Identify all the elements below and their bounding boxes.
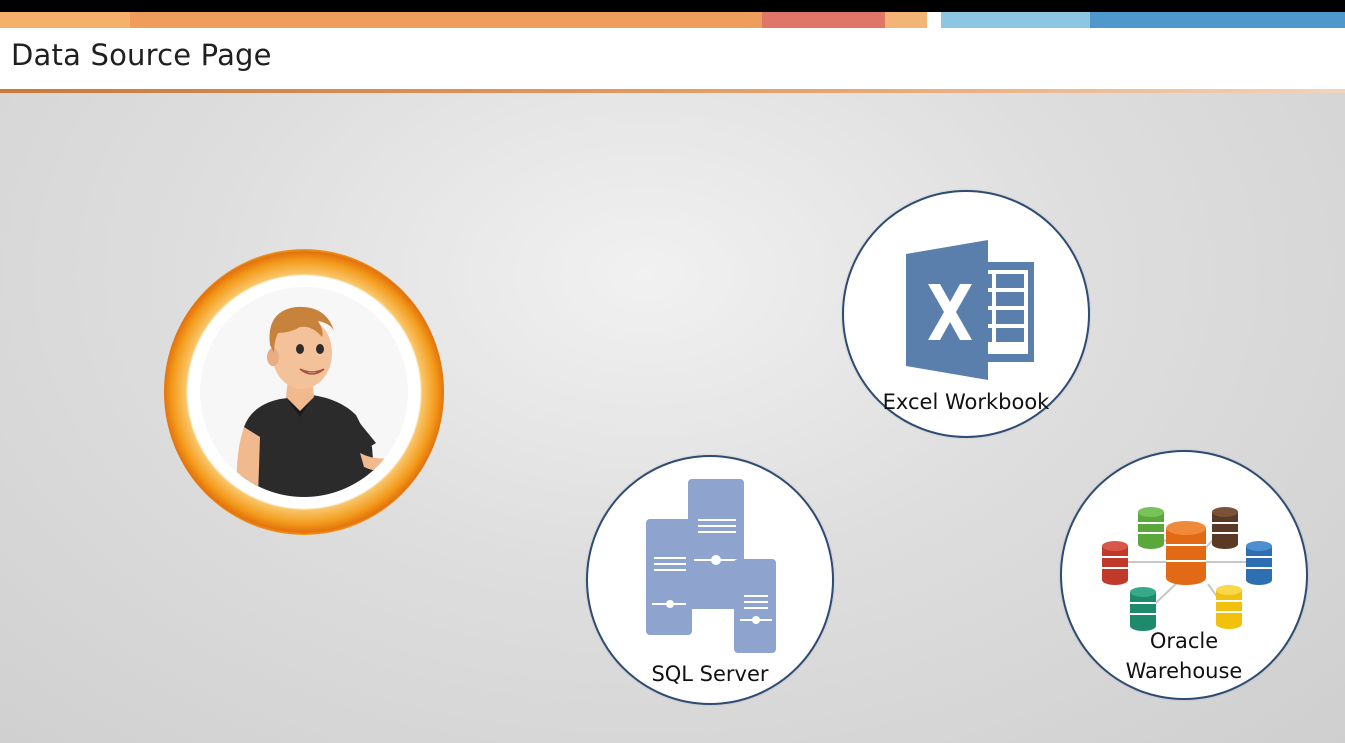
page-title: Data Source Page — [11, 38, 272, 72]
slide-header: Data Source Page — [0, 28, 1345, 92]
oracle-warehouse-source[interactable]: Oracle Warehouse — [1060, 450, 1308, 700]
sql-server-label: SQL Server — [651, 662, 769, 686]
database-red-icon — [1102, 541, 1128, 585]
excel-icon — [906, 240, 1034, 380]
database-cluster-icon — [1102, 507, 1272, 631]
header-divider — [0, 89, 1345, 93]
sql-server-icon — [646, 479, 776, 653]
strip-segment — [762, 12, 885, 28]
oracle-warehouse-label: Oracle Warehouse — [1062, 626, 1306, 687]
presenter-figure-icon — [200, 287, 408, 497]
color-strip — [0, 12, 1345, 28]
excel-workbook-source[interactable]: Excel Workbook — [842, 190, 1090, 438]
strip-segment — [0, 12, 130, 28]
excel-workbook-label: Excel Workbook — [882, 390, 1050, 414]
presenter-avatar — [200, 287, 408, 497]
strip-segment — [1090, 12, 1345, 28]
oracle-label-line2: Warehouse — [1125, 659, 1243, 684]
presenter-ring — [164, 249, 444, 535]
slide-stage: Excel Workbook SQL Server — [0, 93, 1345, 743]
oracle-label-line1: Oracle — [1149, 629, 1219, 653]
strip-segment — [941, 12, 1090, 28]
strip-segment — [885, 12, 927, 28]
strip-segment — [130, 12, 762, 28]
strip-segment — [927, 12, 941, 28]
sql-server-source[interactable]: SQL Server — [586, 455, 834, 705]
top-black-bar — [0, 0, 1345, 12]
